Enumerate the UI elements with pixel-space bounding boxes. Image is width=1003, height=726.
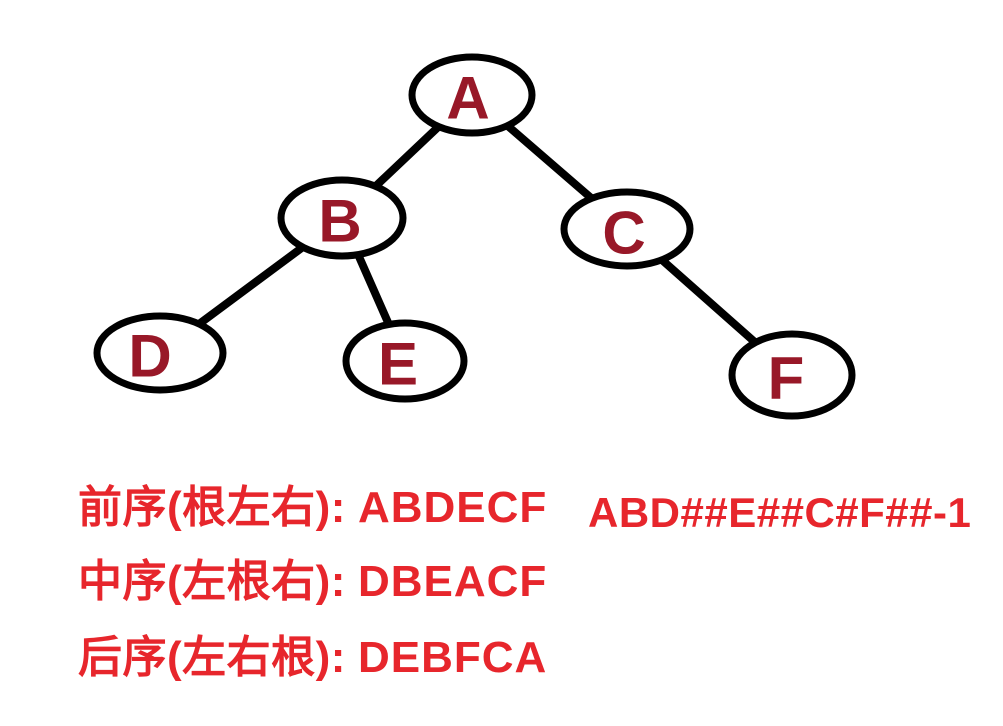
- traversal-inorder: 中序(左根右):DBEACF: [78, 557, 548, 606]
- tree-node-b: B: [277, 176, 407, 260]
- node-b-label: B: [318, 188, 361, 255]
- node-e-circle: [342, 319, 468, 403]
- traversal-postorder-sequence: DEBFCA: [357, 633, 548, 682]
- traversal-inorder-sequence: DBEACF: [357, 557, 548, 606]
- tree-node-e: E: [342, 319, 468, 403]
- node-d-label: D: [128, 323, 171, 390]
- node-f-label: F: [768, 345, 805, 412]
- serialized-tree-annotation: ABD##E##C#F##-1: [588, 489, 972, 536]
- tree-node-d: D: [93, 312, 227, 394]
- node-d-circle: [93, 312, 227, 394]
- tree-edges: [156, 91, 796, 379]
- traversal-inorder-label: 中序(左根右):: [78, 557, 346, 606]
- tree-node-c: C: [560, 188, 694, 270]
- tree-node-f: F: [728, 330, 856, 420]
- tree-node-a: A: [408, 53, 536, 137]
- node-e-label: E: [378, 331, 418, 398]
- tree-diagram: A B C D E F: [93, 53, 856, 420]
- traversal-preorder-sequence: ABDECF: [357, 483, 548, 532]
- node-a-circle: [408, 53, 536, 137]
- traversal-postorder-label: 后序(左右根):: [78, 633, 346, 682]
- node-a-label: A: [446, 65, 489, 132]
- node-c-label: C: [602, 200, 645, 267]
- node-b-circle: [277, 176, 407, 260]
- traversal-preorder-label: 前序(根左右):: [78, 483, 346, 532]
- traversal-postorder: 后序(左右根):DEBFCA: [78, 633, 548, 682]
- traversal-preorder: 前序(根左右):ABDECF: [78, 483, 548, 532]
- node-c-circle: [560, 188, 694, 270]
- node-f-circle: [728, 330, 856, 420]
